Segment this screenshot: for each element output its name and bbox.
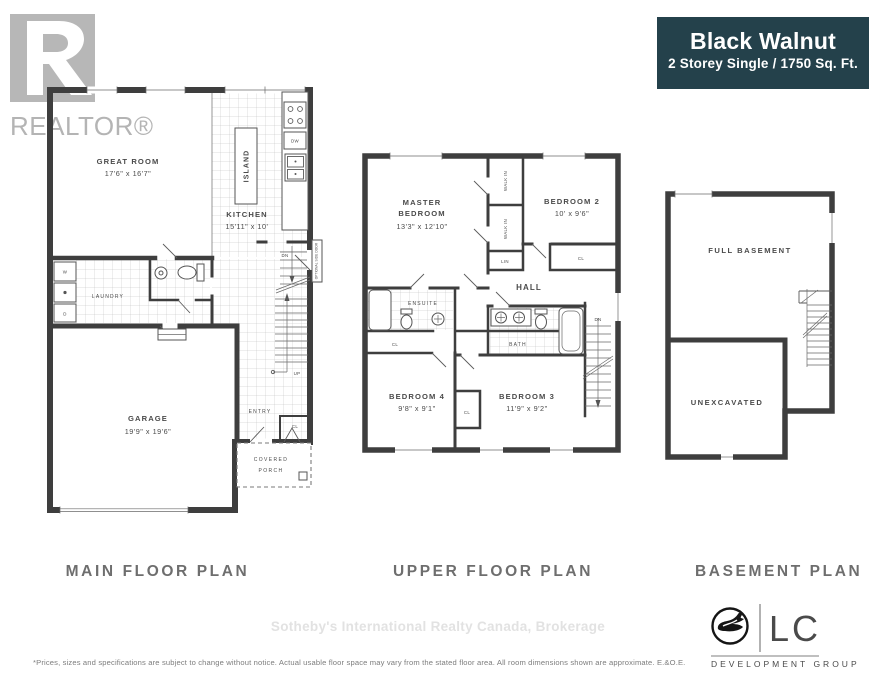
- dryer-icon: [53, 303, 77, 323]
- great-room-dims: 17'6" x 16'7": [105, 169, 152, 178]
- ensuite-toilet-icon: [400, 308, 413, 330]
- upper-windows: [389, 152, 622, 454]
- island: ISLAND: [234, 127, 258, 205]
- upper-stairs: DN: [582, 317, 614, 408]
- master-label-2: BEDROOM: [398, 209, 445, 218]
- garage-label: GARAGE: [128, 414, 168, 423]
- model-name: Black Walnut: [690, 28, 836, 54]
- kitchen-label: KITCHEN: [226, 210, 267, 219]
- bedroom2-dims: 10' x 9'6": [555, 209, 589, 218]
- ensuite-closet-label: CL: [392, 342, 398, 347]
- walkin2-label: WALK IN: [503, 219, 508, 239]
- basement-windows: [674, 190, 836, 461]
- covered-porch: COVERED PORCH: [236, 442, 312, 488]
- realtor-label: REALTOR®: [10, 111, 154, 141]
- brokerage-watermark: Sotheby's International Realty Canada, B…: [270, 619, 606, 634]
- optional-side-door: OPTIONAL SIDE DOOR: [294, 239, 323, 283]
- swan-icon: [717, 612, 744, 632]
- dishwasher-label: DW: [291, 139, 299, 144]
- developer-logo: LC DEVELOPMENT GROUP: [703, 600, 863, 685]
- bedroom3-closet-label: CL: [464, 410, 470, 415]
- bath-fixtures: [490, 307, 584, 355]
- upper-interior-walls: [363, 154, 620, 452]
- ensuite-sink-icon: [431, 312, 445, 326]
- garage-dims: 19'9" x 19'6": [125, 427, 172, 436]
- stairs-up-label: UP: [294, 371, 301, 376]
- porch-label-2: PORCH: [258, 468, 283, 474]
- ensuite-label: ENSUITE: [408, 301, 438, 307]
- bedroom3-dims: 11'9" x 9'2": [506, 404, 547, 413]
- stove-icon: [283, 101, 307, 129]
- upper-stairs-dn-label: DN: [595, 317, 602, 322]
- bath-label: BATH: [509, 342, 527, 348]
- kitchen-sink-icon: [284, 153, 307, 182]
- master-label-1: MASTER: [403, 198, 442, 207]
- logo-initials: LC: [769, 608, 821, 649]
- basement-stairs: [798, 289, 832, 367]
- island-label: ISLAND: [244, 150, 251, 183]
- unexcavated-label: UNEXCAVATED: [691, 398, 764, 407]
- dryer-label: D: [63, 312, 66, 317]
- basement-caption: BASEMENT PLAN: [695, 563, 863, 580]
- full-basement-label: FULL BASEMENT: [708, 246, 791, 255]
- main-floor-caption: MAIN FLOOR PLAN: [65, 563, 250, 580]
- logo-name: DEVELOPMENT GROUP: [711, 659, 860, 669]
- hall-label: HALL: [516, 283, 542, 292]
- main-windows: [86, 86, 306, 94]
- stairs-dn-label: DN: [282, 253, 289, 258]
- garage-door: [59, 328, 189, 514]
- linen-label: LIN: [501, 259, 509, 264]
- ensuite-fixtures: [368, 289, 445, 331]
- bedroom2-label: BEDROOM 2: [544, 197, 600, 206]
- title-block: Black Walnut 2 Storey Single / 1750 Sq. …: [657, 17, 869, 89]
- bedroom3-label: BEDROOM 3: [499, 392, 555, 401]
- realtor-logo: REALTOR®: [10, 14, 154, 142]
- dishwasher-icon: [283, 131, 307, 150]
- kitchen-dims: 15'11" x 10': [226, 222, 269, 231]
- upper-floor-plan: DN MASTER BEDROOM 13'3" x 12'10" BEDROOM…: [362, 152, 622, 454]
- basement-walls: [665, 191, 835, 460]
- bedroom4-dims: 9'8" x 9'1": [398, 404, 435, 413]
- upper-floor-caption: UPPER FLOOR PLAN: [392, 563, 594, 580]
- bedroom4-label: BEDROOM 4: [389, 392, 445, 401]
- main-stairs: DN UP: [270, 246, 311, 376]
- porch-label-1: COVERED: [254, 457, 289, 463]
- entry-closet-label: CL: [292, 424, 298, 429]
- toilet-icon: [177, 263, 205, 282]
- ensuite-tub-icon: [368, 289, 392, 331]
- main-floor-plan: W D DW ISLAND: [47, 86, 323, 514]
- laundry-appliances: W D: [53, 261, 77, 323]
- washer-icon: [53, 261, 77, 282]
- swan-circle-icon: [711, 607, 749, 645]
- entry-label: ENTRY: [249, 409, 272, 415]
- laundry-label: LAUNDRY: [92, 294, 124, 300]
- kitchen-fixtures: DW ISLAND: [234, 91, 309, 231]
- washer-label: W: [63, 270, 68, 275]
- upper-tiled-floors: [368, 290, 583, 354]
- basement-plan: FULL BASEMENT UNEXCAVATED: [665, 190, 836, 461]
- bath-toilet-icon: [534, 308, 548, 330]
- bath-tub-icon: [558, 307, 584, 355]
- bedroom2-closet-label: CL: [578, 256, 584, 261]
- great-room-label: GREAT ROOM: [97, 157, 160, 166]
- powder-room: [154, 263, 205, 282]
- model-spec: 2 Storey Single / 1750 Sq. Ft.: [668, 56, 858, 71]
- tiled-floors: [76, 92, 308, 440]
- optional-side-door-label: OPTIONAL SIDE DOOR: [315, 242, 319, 279]
- porch-post: [298, 471, 308, 481]
- master-dims: 13'3" x 12'10": [396, 222, 447, 231]
- walkin1-label: WALK IN: [503, 171, 508, 191]
- disclaimer-text: *Prices, sizes and specifications are su…: [33, 658, 686, 667]
- entry-area: CL: [249, 424, 301, 446]
